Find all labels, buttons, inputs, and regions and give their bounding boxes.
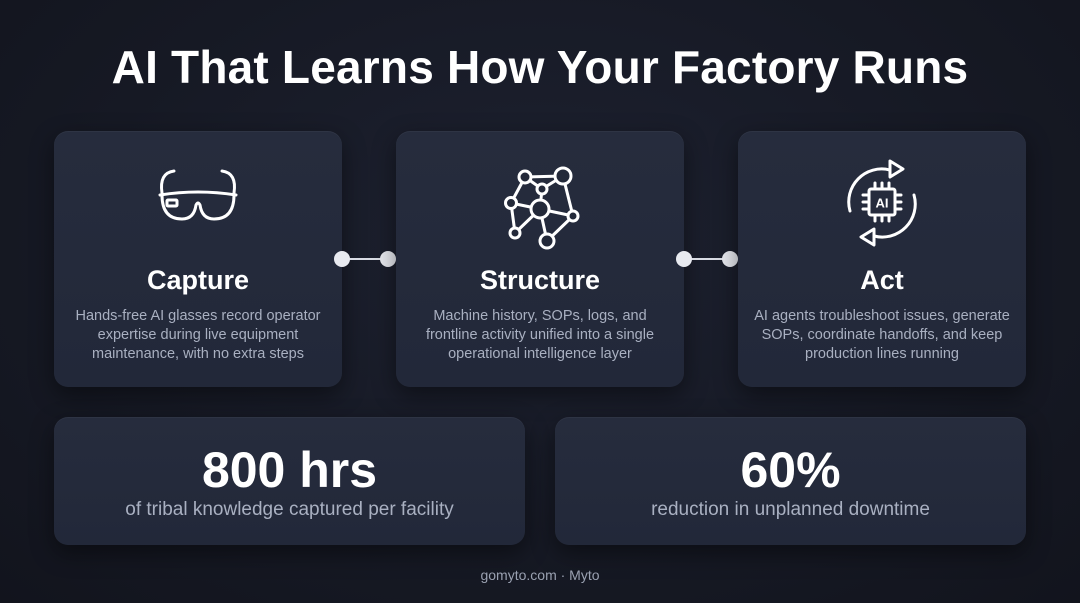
network-graph-icon	[504, 166, 580, 250]
step-connector	[676, 251, 738, 267]
stat-card-knowledge: 800 hrs of tribal knowledge captured per…	[54, 417, 525, 545]
connector-dot	[676, 251, 692, 267]
step-card-capture: Capture Hands-free AI glasses record ope…	[54, 131, 342, 387]
step-title: Capture	[146, 265, 249, 295]
step-description: Machine history, SOPs, logs, and frontli…	[425, 308, 655, 362]
stat-value: 60%	[740, 442, 841, 498]
connector-line	[684, 258, 730, 260]
step-title: Structure	[479, 265, 601, 295]
step-description: Hands-free AI glasses record operator ex…	[75, 308, 321, 362]
step-description: AI agents troubleshoot issues, generate …	[754, 308, 1010, 362]
page-title: AI That Learns How Your Factory Runs	[111, 41, 969, 93]
stat-value: 800 hrs	[201, 442, 378, 498]
ai-chip-label: AI	[876, 196, 889, 211]
step-connector	[334, 251, 396, 267]
stat-label: reduction in unplanned downtime	[651, 499, 930, 520]
step-title: Act	[860, 265, 904, 295]
connector-dot	[722, 251, 738, 267]
stat-label: of tribal knowledge captured per facilit…	[125, 499, 454, 520]
step-card-structure: Structure Machine history, SOPs, logs, a…	[396, 131, 684, 387]
connector-line	[342, 258, 388, 260]
ai-glasses-icon	[158, 169, 238, 221]
connector-dot	[380, 251, 396, 267]
footer-credit: gomyto.com · Myto	[480, 567, 600, 583]
step-card-act: AI Act AI agents troubleshoot issues, ge…	[738, 131, 1026, 387]
ai-chip-cycle-icon: AI	[847, 159, 917, 247]
connector-dot	[334, 251, 350, 267]
stat-card-downtime: 60% reduction in unplanned downtime	[555, 417, 1026, 545]
